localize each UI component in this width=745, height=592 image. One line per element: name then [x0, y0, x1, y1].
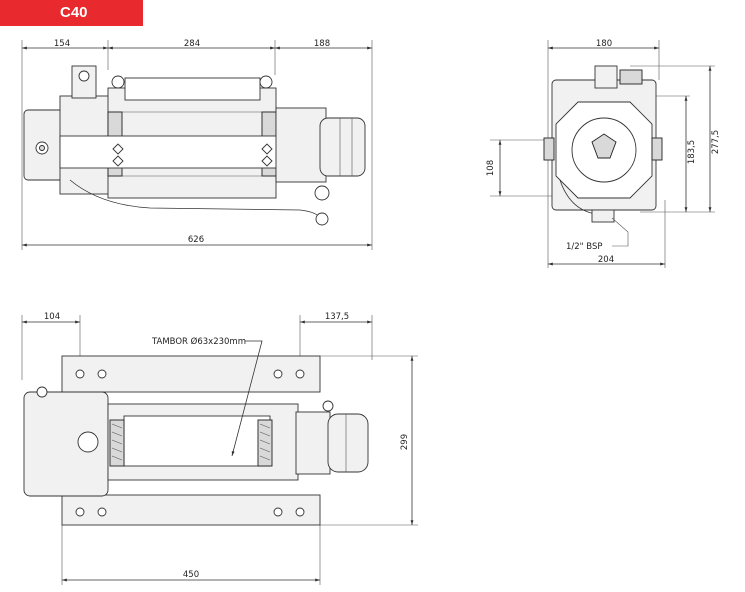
front-dim-height-a: 277,5 — [711, 130, 721, 154]
front-view: 180 277,5 183,5 108 204 1/2" BSP — [486, 39, 721, 268]
model-badge: C40 — [0, 0, 143, 26]
front-dim-left-height: 108 — [486, 160, 496, 176]
front-dim-height-b: 183,5 — [687, 140, 697, 164]
side-view: 154 284 188 626 — [21, 39, 373, 250]
front-port-label: 1/2" BSP — [566, 242, 603, 252]
drum-label: TAMBOR Ø63x230mm — [151, 336, 246, 347]
top-dim-height: 299 — [400, 434, 410, 450]
top-dim-right: 137,5 — [325, 312, 349, 322]
top-dim-left: 104 — [44, 312, 60, 322]
side-dim-mid: 284 — [184, 39, 200, 49]
front-dim-bottom: 204 — [598, 255, 614, 265]
top-dim-bottom: 450 — [183, 570, 199, 580]
side-dim-left: 154 — [54, 39, 70, 49]
front-dim-top: 180 — [596, 39, 612, 49]
top-view: 104 137,5 299 450 TAMBOR Ø63x230mm — [21, 312, 418, 585]
side-dim-total: 626 — [188, 235, 204, 245]
side-dim-right: 188 — [314, 39, 330, 49]
